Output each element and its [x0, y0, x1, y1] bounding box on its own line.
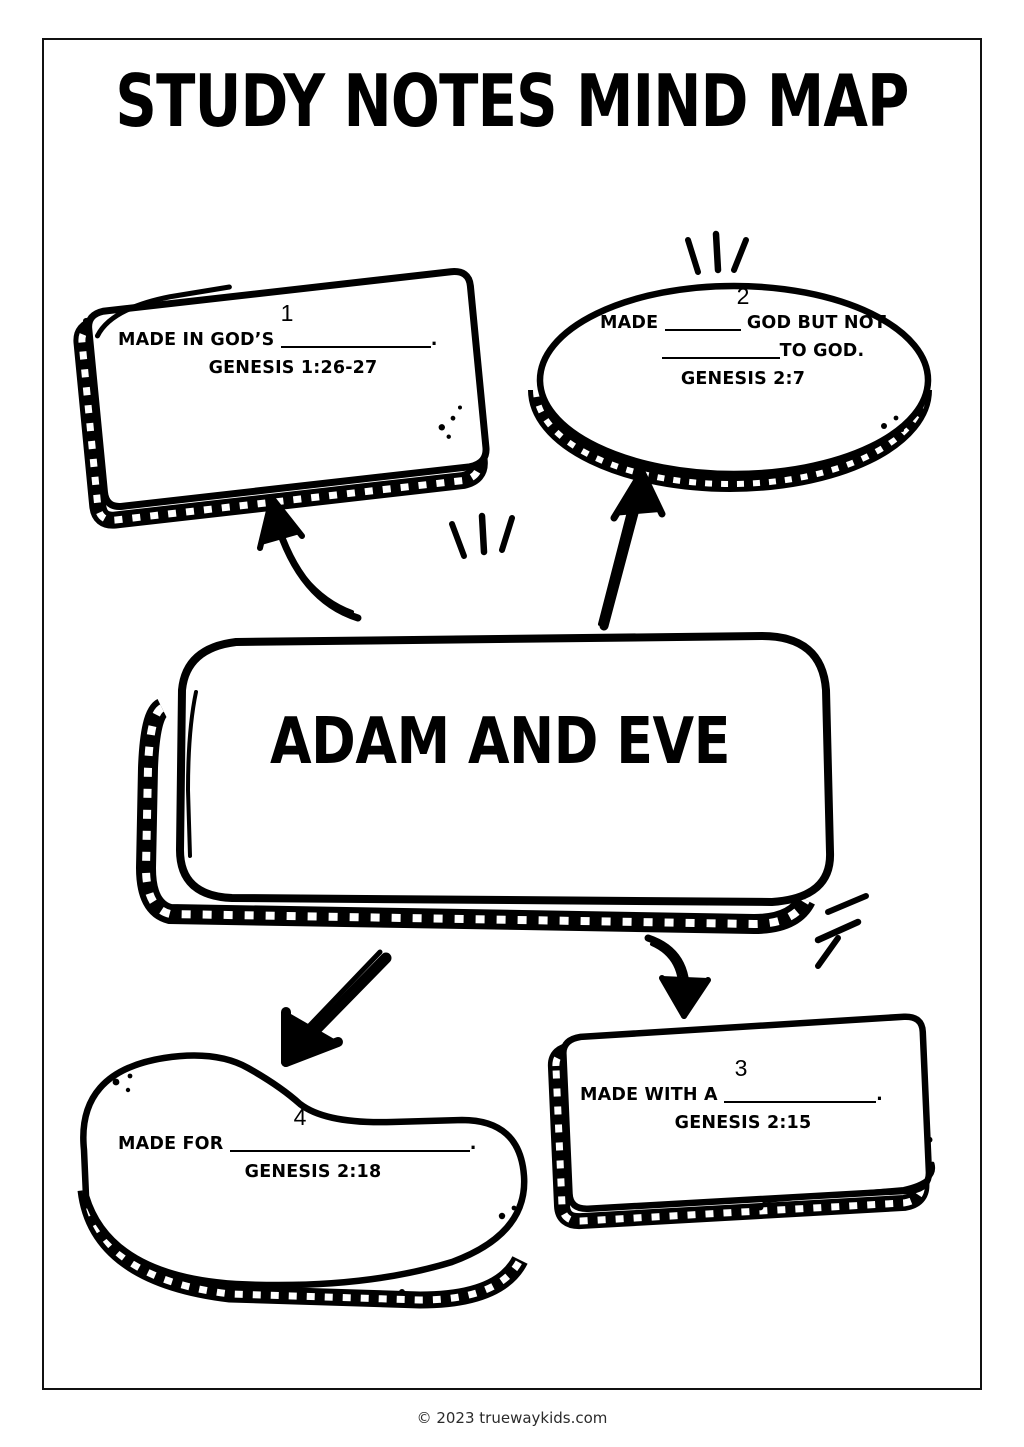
node-4-prompt-prefix: MADE FOR [118, 1134, 224, 1154]
node-1-prompt-prefix: MADE IN GOD’S [118, 330, 275, 350]
node-4-prompt-suffix: . [469, 1134, 477, 1154]
node-4-content: 4 MADE FOR . GENESIS 2:18 [100, 1104, 500, 1186]
node-2-line1-prefix: MADE [600, 313, 659, 333]
node-2-line2-suffix: TO GOD. [779, 341, 865, 361]
node-1-blank[interactable] [280, 332, 431, 348]
node-3-prompt-suffix: . [876, 1085, 883, 1105]
node-1-number: 1 [280, 300, 294, 326]
node-2-line1-suffix: GOD BUT NOT [746, 313, 886, 333]
node-2-prompt-line1: MADE GOD BUT NOT [548, 309, 938, 337]
node-2-reference: GENESIS 2:7 [680, 369, 806, 389]
node-2-prompt-line2: TO GOD. [548, 337, 938, 365]
node-2-number: 2 [736, 283, 750, 309]
node-3-content: 3 MADE WITH A . GENESIS 2:15 [556, 1055, 926, 1137]
node-1-content: 1 MADE IN GOD’S . GENESIS 1:26-27 [92, 300, 482, 382]
node-4-number: 4 [293, 1104, 307, 1130]
node-4-reference: GENESIS 2:18 [244, 1162, 382, 1182]
center-node-label: ADAM AND EVE [269, 705, 731, 779]
node-3-prompt: MADE WITH A . [556, 1081, 926, 1109]
footer-credit: © 2023 truewaykids.com [416, 1409, 608, 1427]
node-1-prompt-suffix: . [430, 330, 438, 350]
page-title: STUDY NOTES MIND MAP [115, 59, 909, 143]
node-2-blank-1[interactable] [664, 315, 741, 331]
node-1-prompt: MADE IN GOD’S . [92, 326, 482, 354]
node-3-reference: GENESIS 2:15 [674, 1113, 812, 1133]
node-3-number: 3 [734, 1055, 748, 1081]
node-4-prompt: MADE FOR . [100, 1130, 500, 1158]
node-1-reference: GENESIS 1:26-27 [208, 358, 378, 378]
node-4-blank[interactable] [229, 1136, 470, 1152]
node-2-content: 2 MADE GOD BUT NOT TO GOD. GENESIS 2:7 [548, 283, 938, 393]
page-border [42, 38, 982, 1390]
node-2-blank-2[interactable] [661, 343, 780, 359]
node-3-prompt-prefix: MADE WITH A [580, 1085, 718, 1105]
node-3-blank[interactable] [724, 1087, 877, 1103]
